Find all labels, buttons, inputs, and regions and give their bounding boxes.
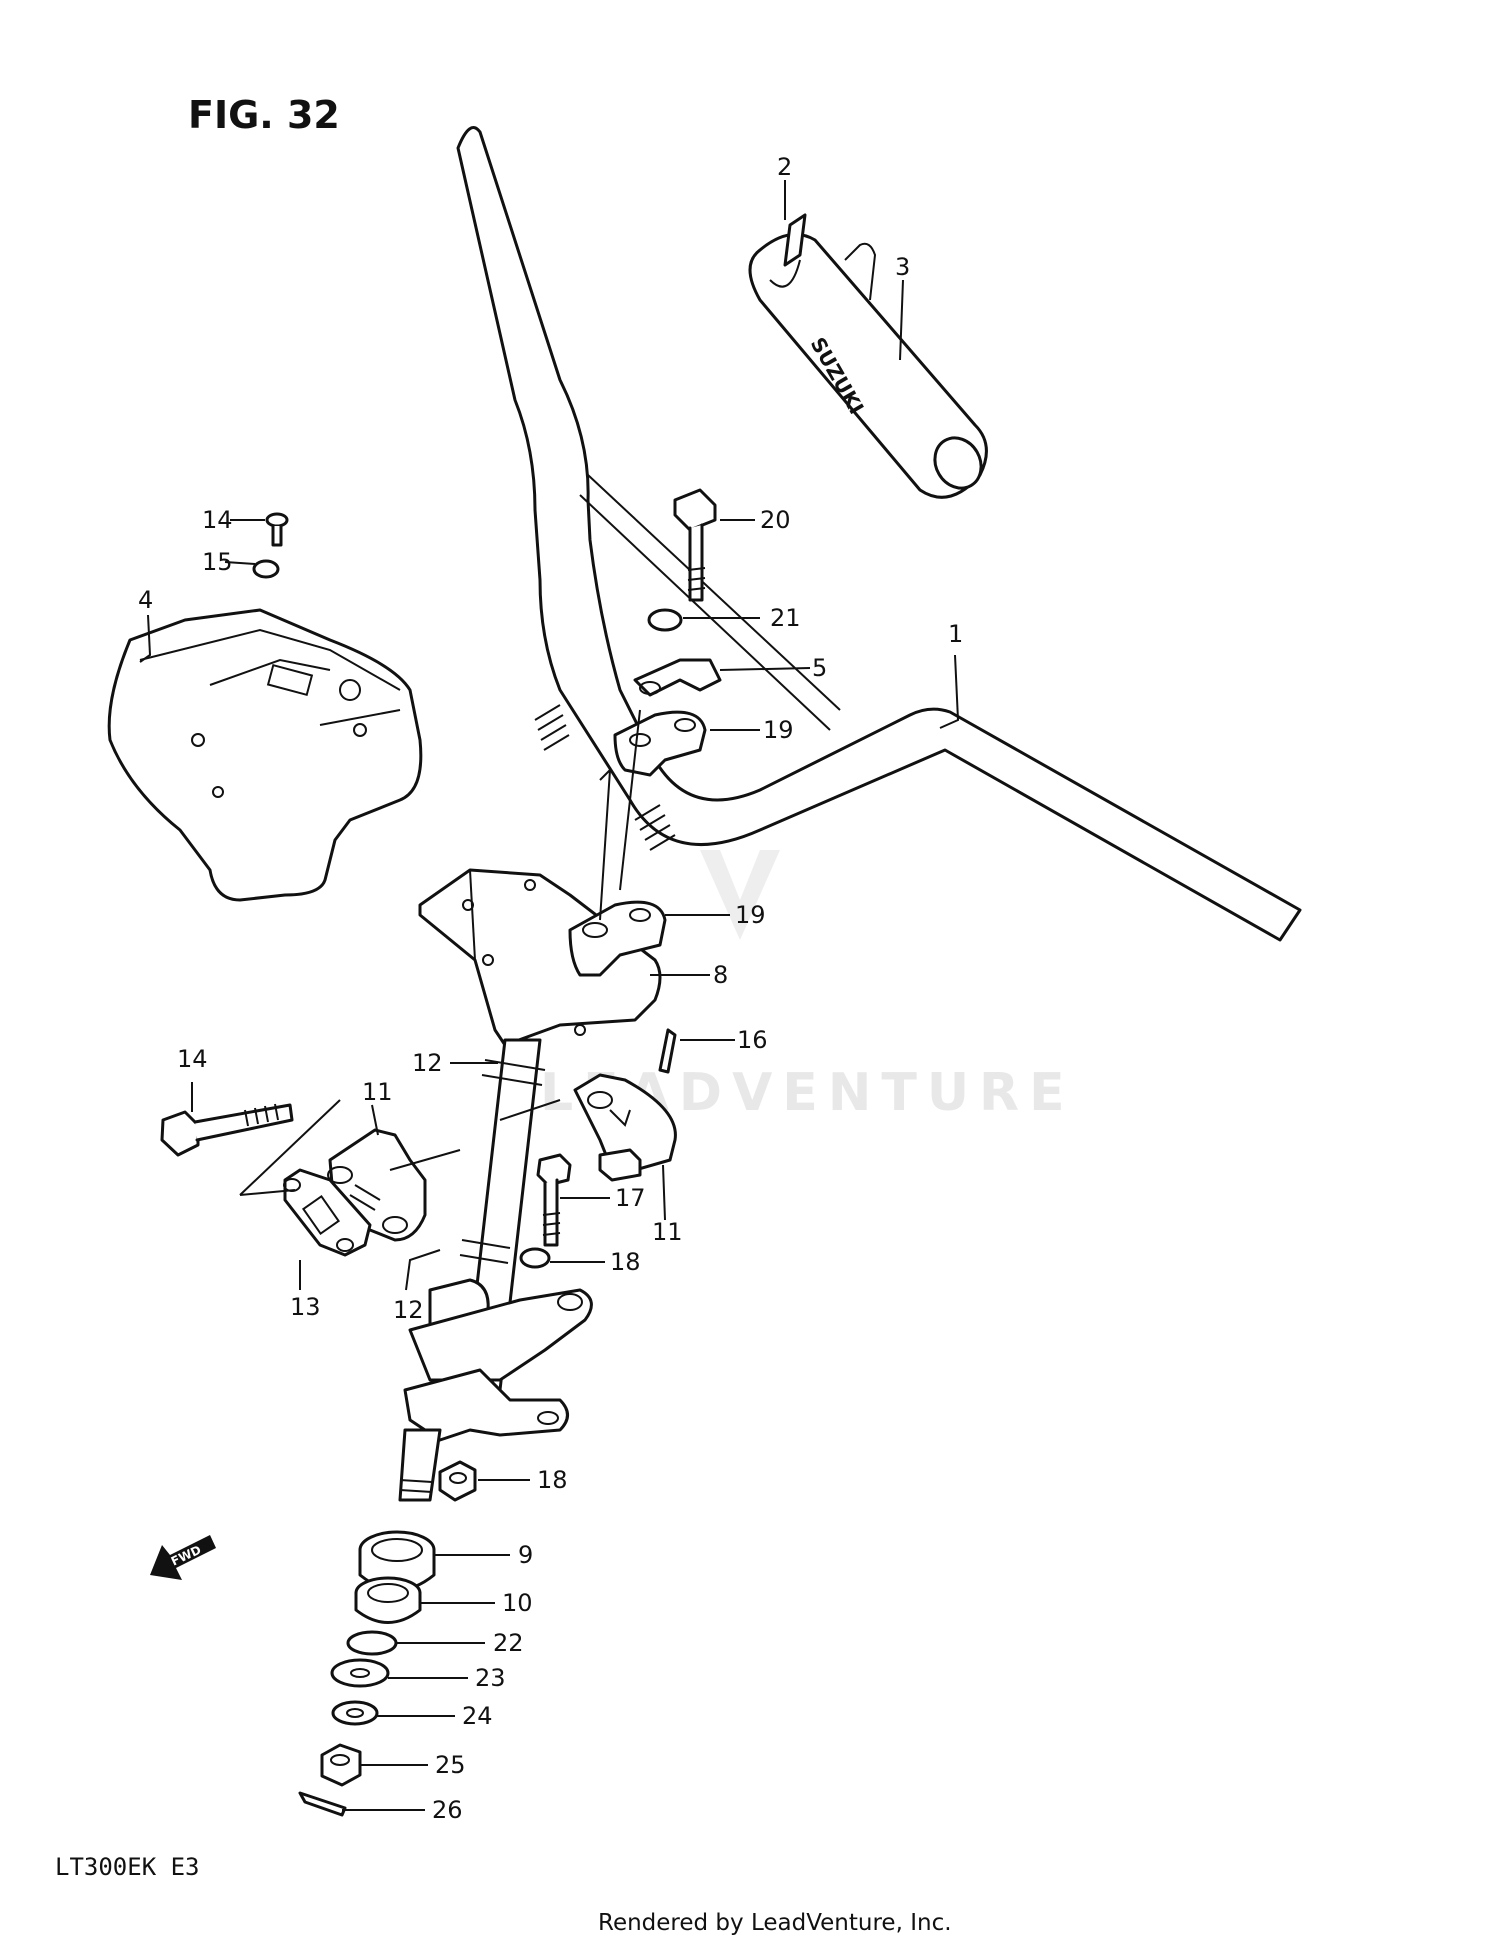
model-code: LT300EK E3 [55, 1853, 200, 1881]
figure-title: FIG. 32 [188, 93, 340, 137]
callout-26: 26 [432, 1796, 463, 1824]
callout-22: 22 [493, 1629, 524, 1657]
nut-18[interactable] [438, 1460, 477, 1502]
o-ring[interactable] [346, 1630, 398, 1656]
callout-12b: 12 [393, 1296, 424, 1324]
washer-24[interactable] [331, 1700, 379, 1726]
fwd-label: FWD [169, 1543, 203, 1569]
callout-23: 23 [475, 1664, 506, 1692]
callout-1: 1 [948, 620, 963, 648]
handlebar-pad[interactable]: SUZUKI [748, 232, 990, 499]
callout-16: 17 [615, 1184, 646, 1212]
dust-seal[interactable] [354, 1576, 422, 1624]
callout-6: 14 [202, 506, 233, 534]
callout-3: 3 [895, 253, 910, 281]
callout-25: 25 [435, 1751, 466, 1779]
callout-21: 21 [770, 604, 801, 632]
fwd-arrow-icon: FWD [150, 1535, 216, 1580]
holder-lower[interactable] [568, 900, 667, 977]
callout-19b: 19 [735, 901, 766, 929]
callout-18: 18 [537, 1466, 568, 1494]
callout-19a: 19 [763, 716, 794, 744]
callout-11b: 11 [652, 1218, 683, 1246]
callout-24: 24 [462, 1702, 493, 1730]
callout-15: 16 [737, 1026, 768, 1054]
callout-7: 15 [202, 548, 233, 576]
bolt-16[interactable] [536, 1153, 572, 1247]
pad-strap[interactable] [769, 213, 807, 288]
steering-shaft[interactable] [398, 1038, 593, 1502]
callout-2: 2 [777, 153, 792, 181]
callout-13: 13 [290, 1293, 321, 1321]
callout-14: 14 [177, 1045, 208, 1073]
bolt-14[interactable] [160, 1103, 294, 1157]
washer-21[interactable] [647, 608, 683, 632]
nut-25[interactable] [320, 1743, 362, 1787]
callout-17: 18 [610, 1248, 641, 1276]
knurl-right [634, 804, 676, 851]
handlebar[interactable] [456, 126, 1302, 942]
bolt-20[interactable] [673, 488, 717, 602]
cotter-pin-26[interactable] [298, 1791, 347, 1817]
callout-11a: 11 [362, 1078, 393, 1106]
washer-17[interactable] [519, 1247, 551, 1269]
upper-bracket[interactable] [418, 868, 662, 1047]
callout-10: 10 [502, 1589, 533, 1617]
bracket-5[interactable] [633, 658, 722, 697]
callout-9: 9 [518, 1541, 533, 1569]
screw[interactable] [265, 512, 289, 547]
knurl-left [534, 704, 570, 751]
holder-plate[interactable] [283, 1168, 372, 1257]
footer-credit: Rendered by LeadVenture, Inc. [598, 1910, 952, 1936]
handlebar-cover[interactable] [107, 608, 423, 902]
callout-20: 20 [760, 506, 791, 534]
callout-8: 8 [713, 961, 728, 989]
callout-labels: 2 3 1 14 15 4 20 21 5 19 19 8 16 12 14 1… [138, 153, 963, 1824]
leader-lines [139, 180, 960, 1811]
shaft-holder-right[interactable] [573, 1073, 677, 1182]
callout-4: 4 [138, 586, 153, 614]
washer-23[interactable] [330, 1658, 390, 1688]
cotter-pin-15[interactable] [658, 1028, 677, 1074]
callout-12a: 12 [412, 1049, 443, 1077]
washer-small[interactable] [252, 559, 280, 579]
callout-5: 5 [812, 654, 827, 682]
